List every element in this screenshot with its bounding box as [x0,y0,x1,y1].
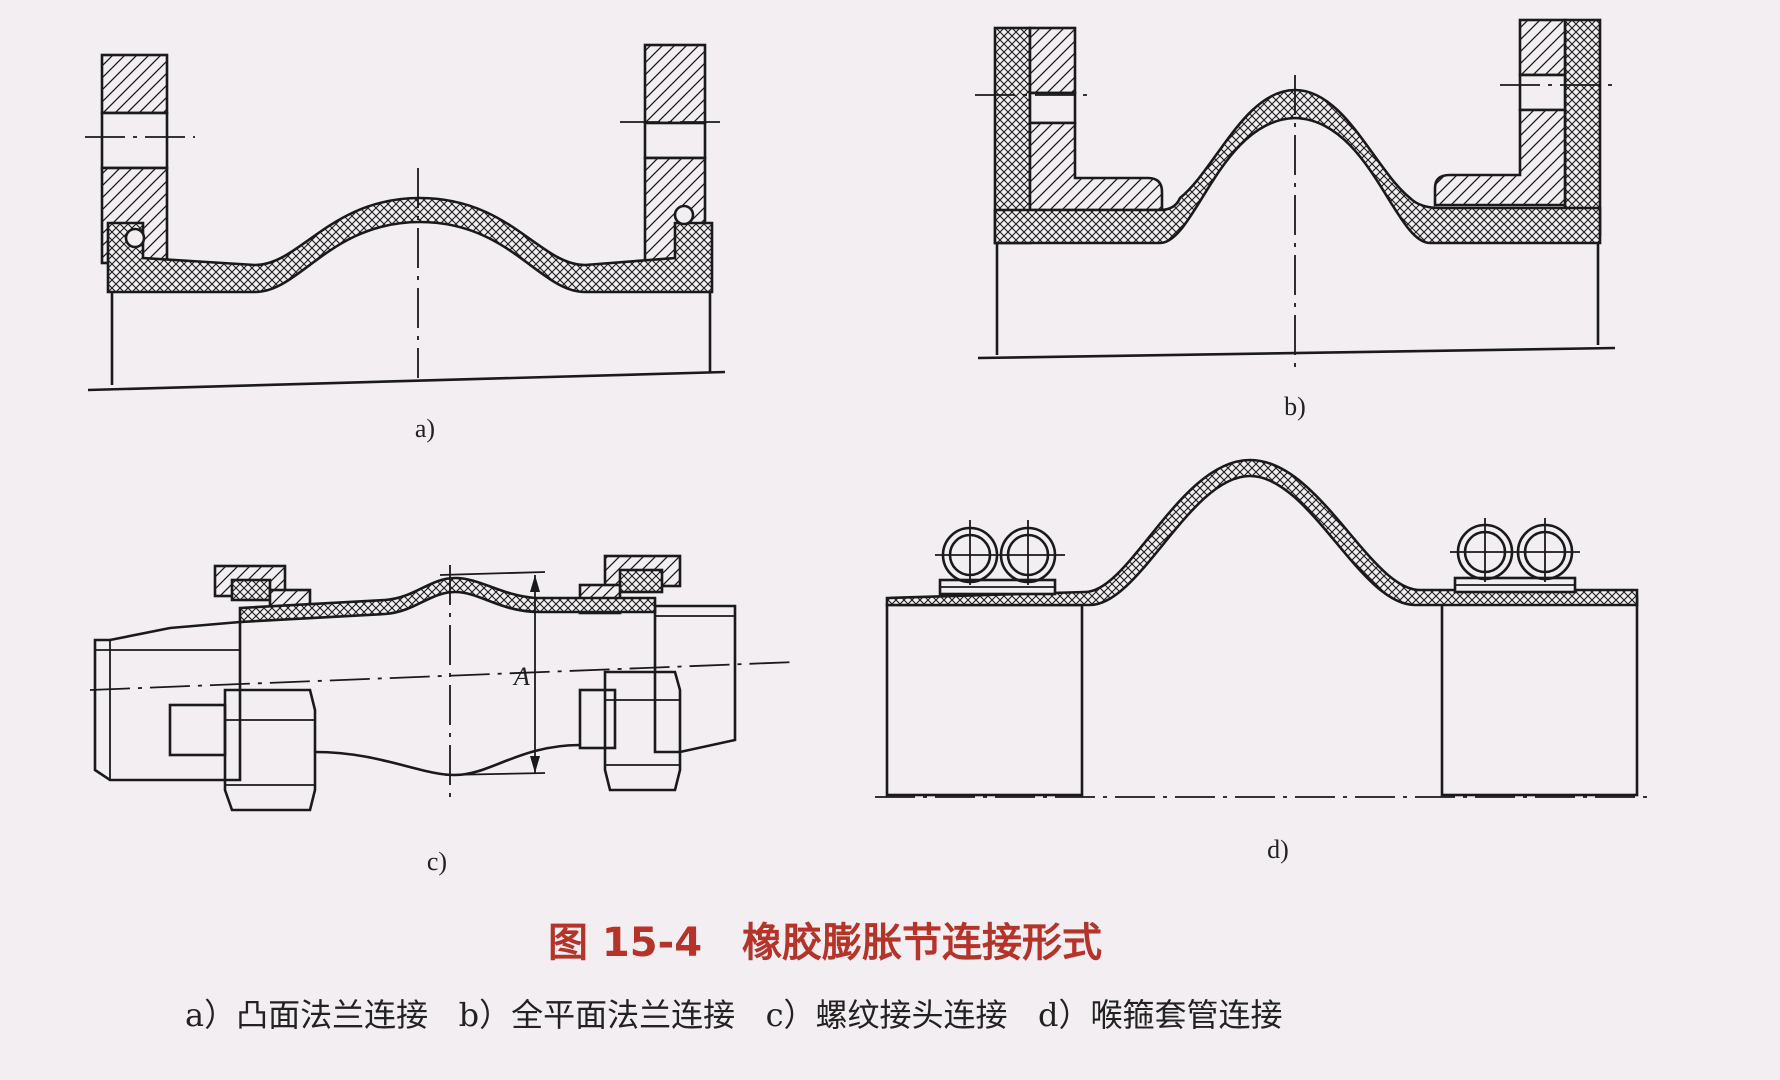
panel-d-label: d) [1267,835,1289,864]
figure-title: 橡胶膨胀节连接形式 [742,920,1102,966]
right-flange-b [1433,18,1620,237]
left-flange [85,53,195,265]
figure-number: 图 15-4 [548,920,702,966]
panel-a-label: a) [415,414,435,443]
panel-a: a) [85,43,726,443]
figure-caption: a）凸面法兰连接 b）全平面法兰连接 c）螺纹接头连接 d）喉箍套管连接 [185,996,1283,1034]
panel-d: d) [875,458,1650,864]
rubber-bellows-a [106,196,714,294]
panel-c: A c) [89,554,796,876]
left-flange-b [975,26,1164,245]
rubber-bellows-c [238,576,657,624]
panel-b: b) [975,18,1620,421]
left-hose-clamps [935,520,1065,596]
panel-c-label: c) [427,847,447,876]
dimension-a: A [512,662,530,691]
panel-b-label: b) [1284,392,1306,421]
right-hose-clamps [1450,518,1580,594]
rubber-bellows-b [993,88,1602,245]
